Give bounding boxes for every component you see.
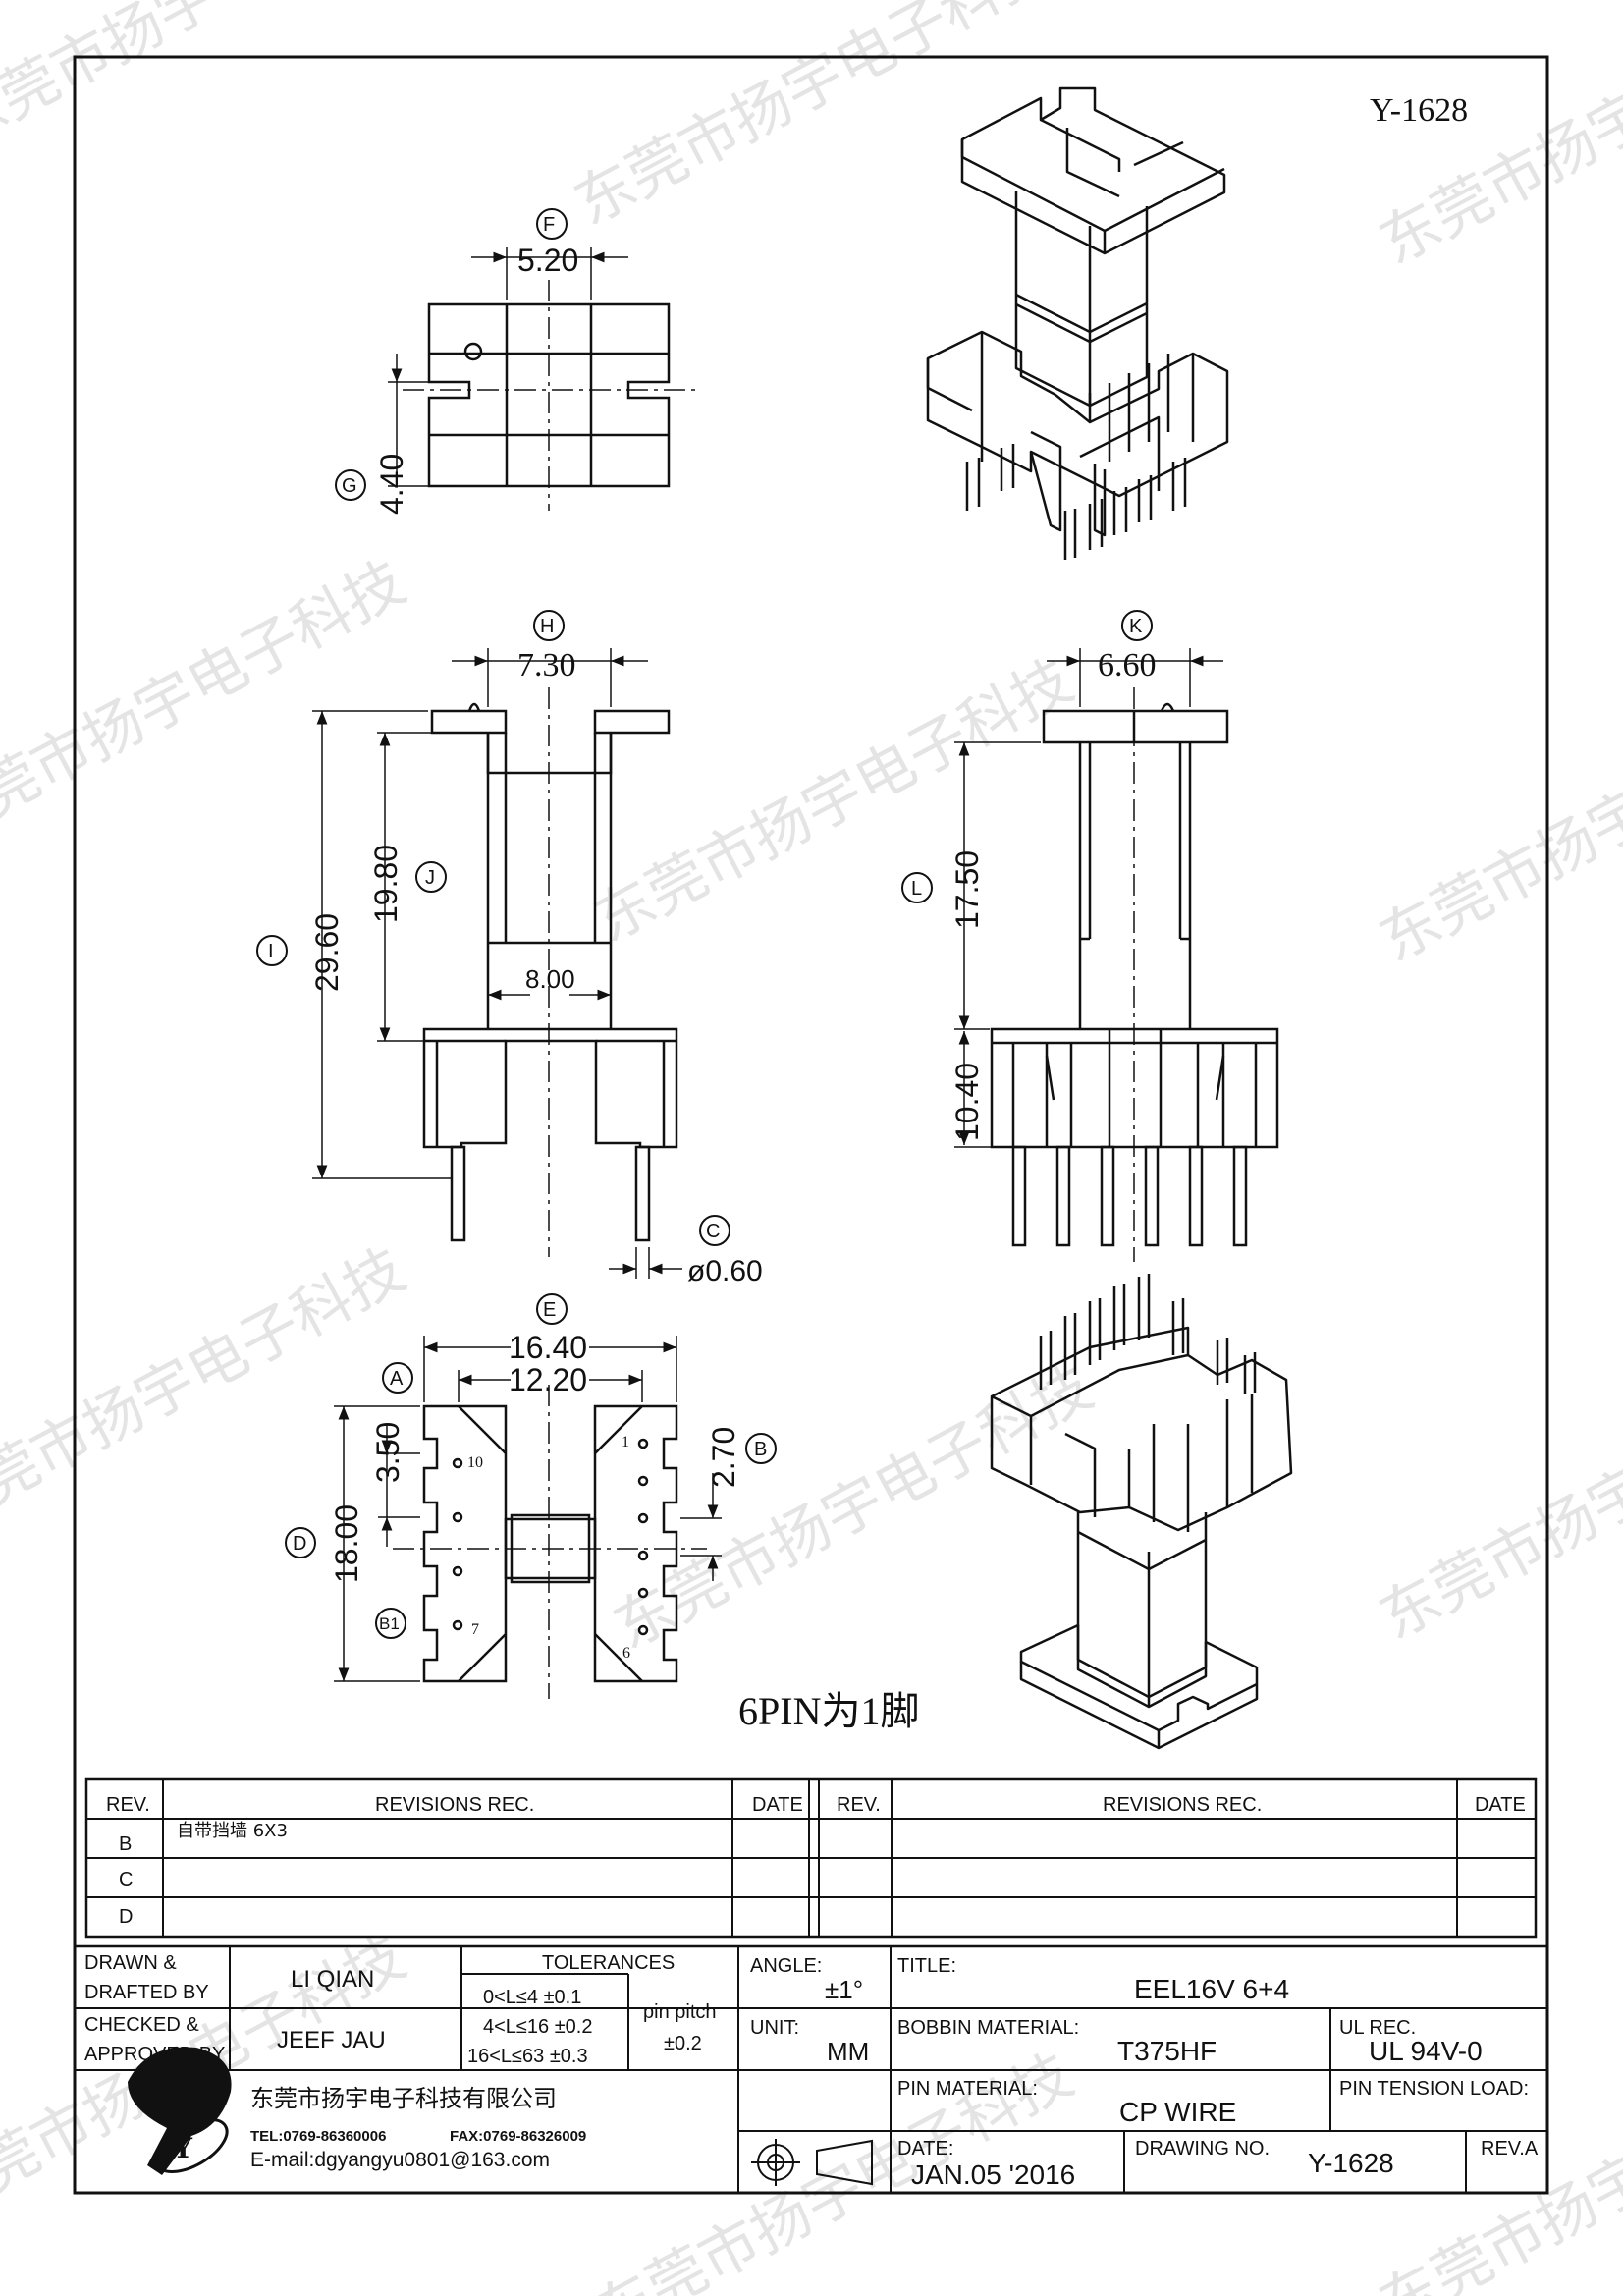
watermark-text: 东莞市扬宇电子科技 (603, 1353, 1104, 1663)
dim-side-top: 6.60 (1098, 647, 1157, 683)
label-J: J (425, 867, 435, 889)
rev-row-d: D (119, 1906, 133, 1928)
tolerance-row-3: 16<L≤63 ±0.3 (467, 2046, 588, 2067)
label-I: I (268, 941, 274, 962)
dim-front-total: 29.60 (309, 913, 345, 992)
company-name: 东莞市扬宇电子科技有限公司 (250, 2085, 557, 2112)
date-value: JAN.05 '2016 (911, 2159, 1075, 2190)
pin-label-6: 6 (622, 1645, 630, 1662)
drawn-label-2: DRAFTED BY (84, 1982, 209, 2003)
svg-text:Y: Y (172, 2132, 193, 2164)
rec-header-right: REVISIONS REC. (1103, 1794, 1262, 1816)
ul-rec-value: UL 94V-0 (1369, 2036, 1483, 2066)
projection-symbol-icon (751, 2139, 873, 2186)
dim-front-core: 19.80 (368, 845, 404, 923)
bottom-view (285, 1293, 777, 1699)
ul-rec-label: UL REC. (1339, 2017, 1416, 2039)
drawing-no-label: DRAWING NO. (1135, 2138, 1270, 2159)
dim-front-pin: ø0.60 (687, 1255, 763, 1287)
rev-value: REV.A (1481, 2138, 1539, 2159)
rev-row-b: B (119, 1833, 132, 1855)
drawn-value: LI QIAN (291, 1966, 374, 1993)
dim-front-window: 8.00 (525, 964, 575, 994)
pin-tension-label: PIN TENSION LOAD: (1339, 2078, 1529, 2100)
company-tel: TEL:0769-86360006 (250, 2128, 386, 2145)
rev-row-b-rec: 自带挡墙 6X3 (177, 1821, 288, 1841)
label-D: D (293, 1533, 306, 1555)
dim-bottom-inner: 12.20 (509, 1362, 587, 1397)
pin-note: 6PIN为1脚 (738, 1689, 919, 1733)
bobbin-material-label: BOBBIN MATERIAL: (897, 2017, 1079, 2039)
label-B1: B1 (379, 1614, 400, 1633)
front-view (256, 610, 730, 1279)
watermark-text: 东莞市扬宇电子科技 (583, 646, 1084, 956)
drawn-label-1: DRAWN & (84, 1952, 177, 1974)
revisions-table (84, 1777, 1538, 1939)
angle-label: ANGLE: (750, 1955, 822, 1977)
date-label: DATE: (897, 2138, 953, 2159)
drawing-no-value: Y-1628 (1308, 2148, 1394, 2178)
unit-label: UNIT: (750, 2017, 799, 2039)
dim-front-top: 7.30 (517, 647, 576, 683)
label-C: C (706, 1221, 720, 1242)
label-K: K (1129, 616, 1143, 637)
watermark-text: 东莞市扬宇电子科技 (0, 0, 436, 160)
watermark-text: 东莞市扬宇电子科技 (1369, 666, 1623, 975)
dim-bottom-outer: 16.40 (509, 1330, 587, 1365)
company-logo: Y (128, 2047, 232, 2175)
side-view (901, 610, 1279, 1262)
watermark-text: 东莞市扬宇电子科技 (1369, 1343, 1623, 1653)
angle-value: ±1° (825, 1975, 863, 2004)
label-B: B (754, 1439, 767, 1460)
watermark-text: 东莞市扬宇电子科技 (0, 548, 416, 857)
pin-material-value: CP WIRE (1119, 2097, 1236, 2127)
tolerance-row-1: 0<L≤4 ±0.1 (483, 1987, 581, 2008)
rev-header-right: REV. (837, 1794, 881, 1816)
pin-label-10: 10 (467, 1454, 483, 1471)
title-value: EEL16V 6+4 (1134, 1974, 1289, 2004)
pin-material-label: PIN MATERIAL: (897, 2078, 1038, 2100)
dim-bottom-pitch-left: 3.50 (370, 1422, 406, 1483)
sheet-border (73, 55, 1549, 2195)
isometric-view-top (926, 86, 1229, 560)
dim-bottom-pitch-right: 2.70 (706, 1427, 741, 1488)
checked-value: JEEF JAU (277, 2027, 386, 2053)
dim-side-base: 10.40 (949, 1063, 985, 1141)
dim-side-core: 17.50 (949, 850, 985, 929)
watermark-text: 东莞市扬宇电子科技 (0, 1235, 416, 1545)
unit-value: MM (827, 2037, 869, 2066)
pin-label-1: 1 (622, 1434, 629, 1450)
tolerances-label: TOLERANCES (542, 1952, 675, 1974)
date-header-right: DATE (1475, 1794, 1526, 1816)
rev-row-c: C (119, 1869, 133, 1890)
top-view (335, 208, 697, 511)
dim-top-height: 4.40 (374, 454, 409, 515)
watermark-text: 东莞市扬宇电子科技 (564, 0, 1064, 239)
company-email: E-mail:dgyangyu0801@163.com (250, 2149, 550, 2171)
pin-pitch-label: pin pitch (643, 2001, 717, 2023)
rev-header-left: REV. (106, 1794, 150, 1816)
dim-top-width: 5.20 (517, 243, 578, 278)
drawing-code-top: Y-1628 (1370, 92, 1468, 129)
label-G: G (342, 475, 357, 497)
dim-bottom-height: 18.00 (329, 1504, 364, 1583)
pin-label-7: 7 (471, 1621, 479, 1638)
rec-header-left: REVISIONS REC. (375, 1794, 534, 1816)
company-fax: FAX:0769-86326009 (450, 2128, 586, 2145)
watermark-text: 东莞市扬宇电子科技 (1369, 0, 1623, 278)
label-L: L (911, 878, 922, 900)
isometric-view-bottom (990, 1274, 1293, 1750)
date-header-left: DATE (752, 1794, 803, 1816)
label-E: E (543, 1299, 556, 1321)
label-H: H (540, 616, 554, 637)
pin-pitch-value: ±0.2 (664, 2033, 702, 2054)
label-A: A (390, 1368, 404, 1390)
bobbin-material-value: T375HF (1117, 2036, 1217, 2066)
title-label: TITLE: (897, 1955, 956, 1977)
checked-label-1: CHECKED & (84, 2014, 199, 2036)
label-F: F (543, 214, 555, 236)
tolerance-row-2: 4<L≤16 ±0.2 (483, 2016, 592, 2038)
